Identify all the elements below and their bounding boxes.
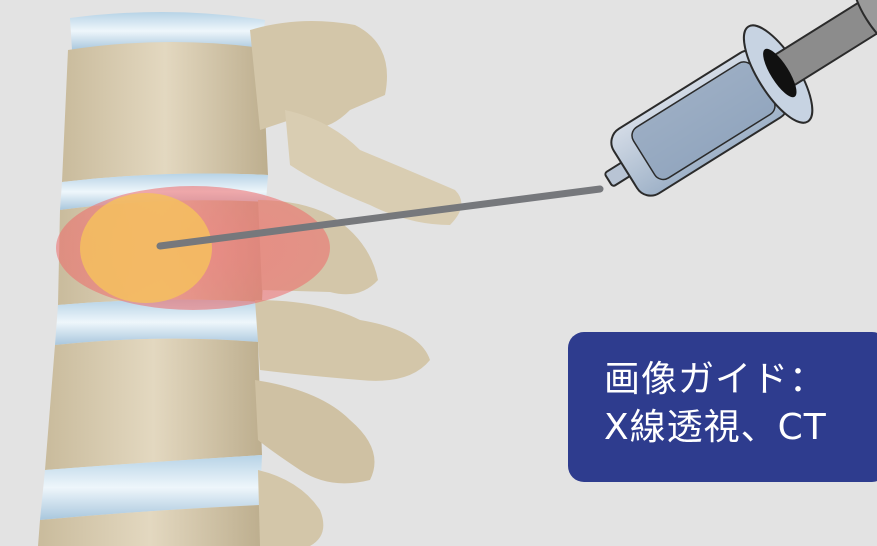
vertebra-1-process — [250, 21, 387, 130]
label-line-1: 画像ガイド： — [604, 356, 877, 404]
vertebra-3 — [45, 339, 262, 470]
inner-target-zone — [80, 193, 212, 303]
vertebra-4-process — [258, 470, 323, 546]
spinous-process-3 — [255, 380, 375, 483]
vertebra-1 — [62, 42, 268, 182]
label-line-2: X線透視、CT — [604, 404, 877, 452]
syringe — [579, 0, 877, 228]
imaging-guide-label: 画像ガイド： X線透視、CT — [568, 332, 877, 482]
vertebra-3-process — [255, 300, 430, 381]
